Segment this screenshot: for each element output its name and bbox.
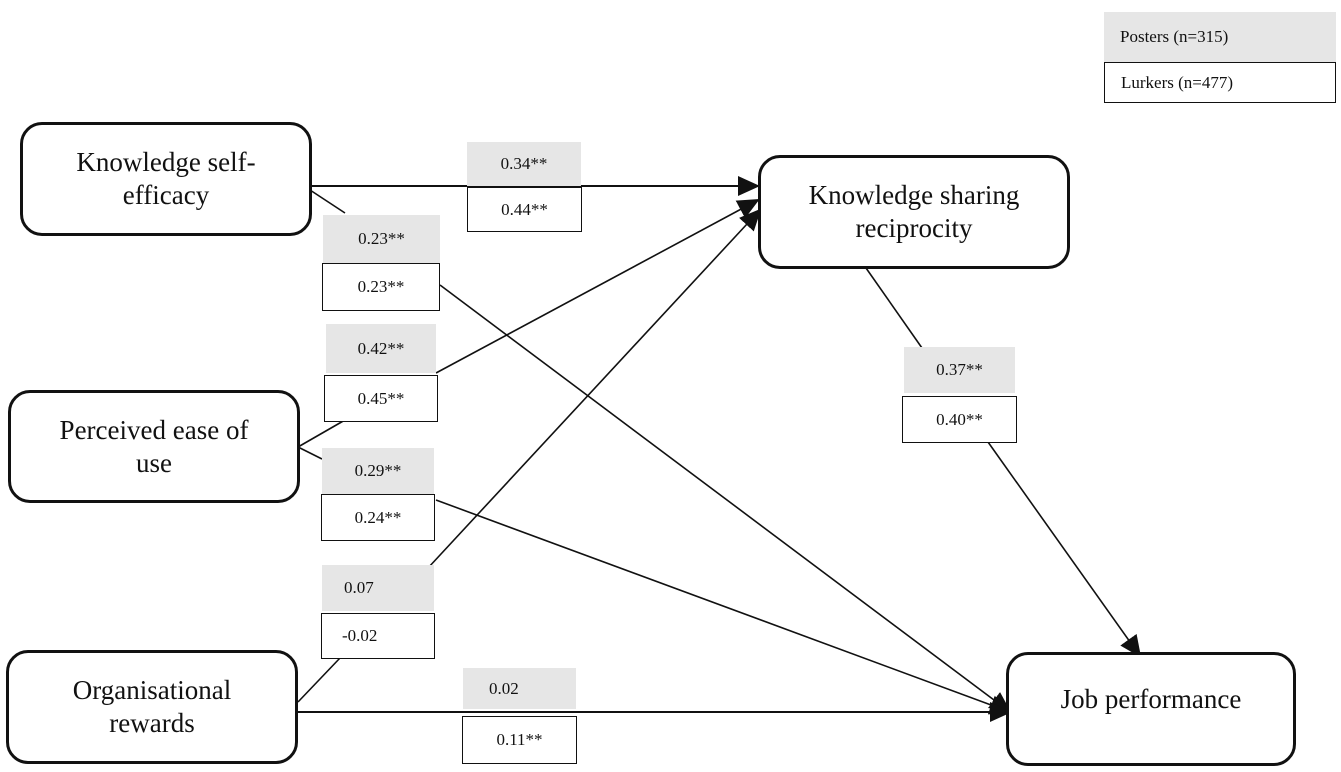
- coef-kse-jp-posters: 0.23**: [323, 215, 440, 263]
- node-peou-line1: Perceived ease of: [59, 414, 249, 445]
- legend-lurkers-label: Lurkers (n=477): [1121, 72, 1234, 92]
- node-perceived-ease-of-use: Perceived ease of use: [8, 390, 300, 503]
- node-organisational-rewards: Organisational rewards: [6, 650, 298, 764]
- node-ksr-line1: Knowledge sharing: [808, 180, 1020, 210]
- coef-or-ksr-lurkers-value: -0.02: [342, 626, 378, 645]
- node-kse-line2: efficacy: [122, 180, 210, 210]
- node-jp-label: Job performance: [1060, 683, 1242, 714]
- node-knowledge-sharing-reciprocity: Knowledge sharing reciprocity: [758, 155, 1070, 269]
- arrow-peou-to-jp: [435, 499, 1012, 715]
- legend-posters: Posters (n=315): [1104, 12, 1336, 62]
- coef-kse-ksr-lurkers: 0.44**: [467, 187, 582, 232]
- legend-posters-label: Posters (n=315): [1120, 27, 1229, 46]
- node-knowledge-self-efficacy: Knowledge self- efficacy: [20, 122, 312, 236]
- arrow-peou-to-ksr: [435, 199, 760, 374]
- node-kse-line1: Knowledge self-: [76, 147, 256, 177]
- coef-kse-jp-lurkers-value: 0.23**: [357, 277, 405, 296]
- arrow-ksr-to-jp-seg1: [865, 267, 923, 349]
- arrow-or-to-ksr-seg1: [297, 657, 341, 703]
- coef-peou-ksr-posters-value: 0.42**: [357, 338, 405, 358]
- coef-peou-jp-posters: 0.29**: [322, 448, 434, 494]
- coef-peou-jp-posters-value: 0.29**: [354, 461, 402, 480]
- legend-lurkers: Lurkers (n=477): [1104, 62, 1336, 103]
- arrow-kse-to-jp: [309, 189, 346, 214]
- arrow-or-to-ksr: [427, 208, 762, 569]
- coef-ksr-jp-lurkers-value: 0.40**: [936, 409, 983, 429]
- coef-peou-ksr-lurkers-value: 0.45**: [357, 388, 405, 408]
- arrow-kse-to-jp-main: [439, 284, 1012, 714]
- arrow-peou-to-jp-seg1: [297, 446, 323, 460]
- coef-peou-jp-lurkers: 0.24**: [321, 494, 435, 541]
- coef-or-jp-posters-value: 0.02: [489, 678, 519, 698]
- coef-kse-ksr-posters-value: 0.34**: [500, 154, 548, 173]
- coef-or-jp-lurkers: 0.11**: [462, 716, 577, 764]
- coef-or-ksr-posters-value: 0.07: [344, 578, 374, 597]
- coef-kse-jp-posters-value: 0.23**: [358, 229, 405, 248]
- coef-ksr-jp-posters: 0.37**: [904, 347, 1015, 393]
- node-ksr-line2: reciprocity: [855, 213, 973, 243]
- coef-ksr-jp-lurkers: 0.40**: [902, 396, 1017, 443]
- coef-or-ksr-lurkers: -0.02: [321, 613, 435, 659]
- arrow-ksr-to-jp: [987, 441, 1142, 658]
- coef-peou-ksr-posters: 0.42**: [326, 324, 436, 373]
- node-or-line2: rewards: [109, 708, 195, 738]
- coef-peou-ksr-lurkers: 0.45**: [324, 375, 438, 422]
- coef-kse-ksr-lurkers-value: 0.44**: [501, 199, 548, 219]
- node-job-performance: Job performance: [1006, 652, 1296, 766]
- coef-or-jp-lurkers-value: 0.11**: [496, 730, 543, 749]
- coef-ksr-jp-posters-value: 0.37**: [936, 360, 983, 379]
- coef-or-ksr-posters: 0.07: [322, 565, 434, 611]
- node-peou-line2: use: [136, 447, 172, 478]
- coef-peou-jp-lurkers-value: 0.24**: [354, 507, 402, 527]
- coef-kse-jp-lurkers: 0.23**: [322, 263, 440, 311]
- arrow-peou-to-ksr-seg1: [297, 419, 346, 448]
- node-or-line1: Organisational: [72, 675, 232, 705]
- coef-or-jp-posters: 0.02: [463, 668, 576, 709]
- coef-kse-ksr-posters: 0.34**: [467, 142, 581, 186]
